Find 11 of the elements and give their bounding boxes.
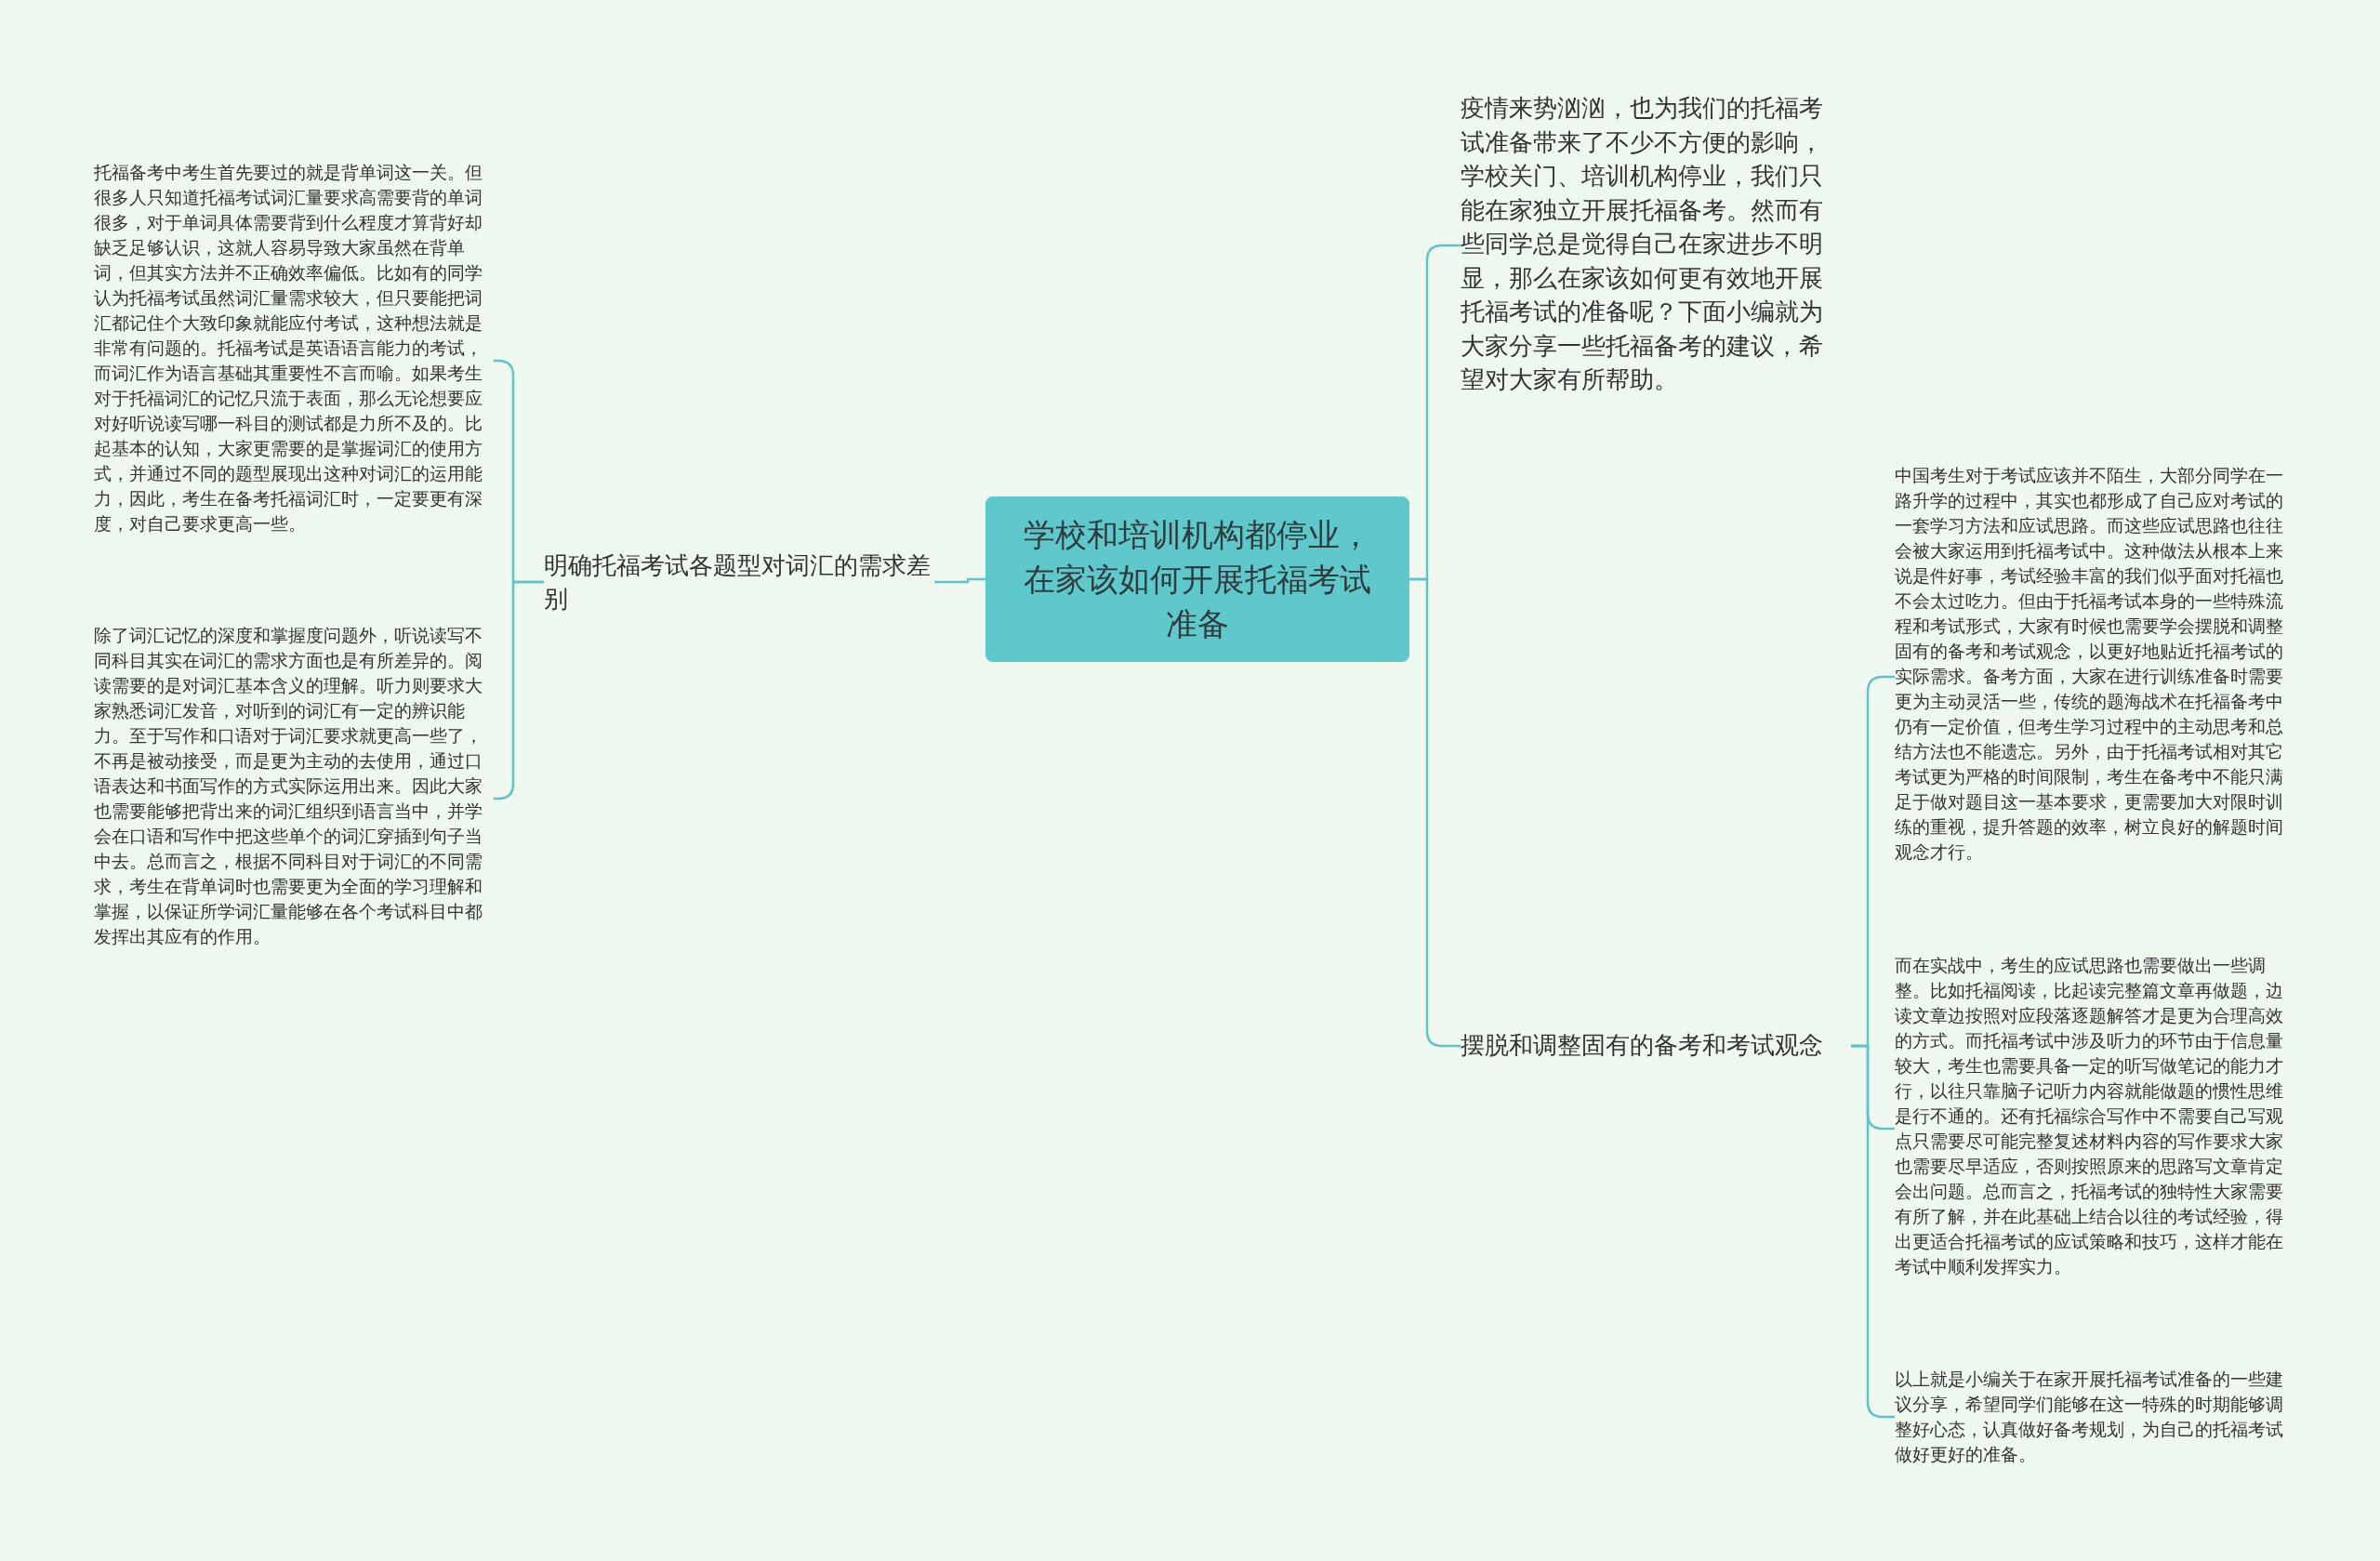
paragraph: 以上就是小编关于在家开展托福考试准备的一些建议分享，希望同学们能够在这一特殊的时期能够调整好心态，认真做好备考规划，为自己的托福考试做好更好的准备。 xyxy=(1895,1367,2294,1467)
connector xyxy=(934,577,985,584)
paragraph: 疫情来势汹汹，也为我们的托福考试准备带来了不少不方便的影响，学校关门、培训机构停业，我们只能在家独立开展托福备考。然而有些同学总是觉得自己在家进步不明显，那么在家该如何更有效地开展托福考试的准备呢？下面小编就为大家分享一些托福备考的建议，希望对大家有所帮助。 xyxy=(1461,91,1842,400)
branch-label: 摆脱和调整固有的备考和考试观念 xyxy=(1461,1028,1851,1064)
paragraph: 中国考生对于考试应该并不陌生，大部分同学在一路升学的过程中，其实也都形成了自己应对考试的一套学习方法和应试思路。而这些应试思路也往往会被大家运用到托福考试中。这种做法从根本上来说是件好事，考试经验丰富的我们似乎面对托福也不会太过吃力。但由于托福考试本身的一些特殊流程和考试形式，大家有时候也需要学会摆脱和调整固有的备考和考试观念，以更好地贴近托福考试的实际需求。备考方面，大家在进行训练准备时需要更为主动灵活一些，传统的题海战术在托福备考中仍有一定价值，但考生学习过程中的主动思考和总结方法也不能遗忘。另外，由于托福考试相对其它考试更为严格的时间限制，考生在备考中不能只满足于做对题目这一基本要求，更需要加大对限时训练的重视，提升答题的效率，树立良好的解题时间观念才行。 xyxy=(1895,463,2294,891)
branch-label: 明确托福考试各题型对词汇的需求差别 xyxy=(544,549,934,615)
paragraph: 而在实战中，考生的应试思路也需要做出一些调整。比如托福阅读，比起读完整篇文章再做题，边读文章边按照对应段落逐题解答才是更为合理高效的方式。而托福考试中涉及听力的环节由于信息量较大，考生也需要具备一定的听写做笔记的能力才行，以往只靠脑子记听力内容就能做题的惯性思维是行不通的。还有托福综合写作中不需要自己写观点只需要尽可能完整复述材料内容的写作要求大家也需要尽早适应，否则按照原来的思路写文章肯定会出问题。总而言之，托福考试的独特性大家需要有所了解，并在此基础上结合以往的考试经验，得出更适合托福考试的应试策略和技巧，这样才能在考试中顺利发挥实力。 xyxy=(1895,953,2294,1304)
paragraph: 除了词汇记忆的深度和掌握度问题外，听说读写不同科目其实在词汇的需求方面也是有所差异的。阅读需要的是对词汇基本含义的理解。听力则要求大家熟悉词汇发音，对听到的词汇有一定的辨识能力。至于写作和口语对于词汇要求就更高一些了，不再是被动接受，而是更为主动的去使用，通过口语表达和书面写作的方式实际运用出来。因此大家也需要能够把背出来的词汇组织到语言当中，并学会在口语和写作中把这些单个的词汇穿插到句子当中去。总而言之，根据不同科目对于词汇的不同需求，考生在背单词时也需要更为全面的学习理解和掌握，以保证所学词汇量能够在各个考试科目中都发挥出其应有的作用。 xyxy=(94,623,494,974)
topic-box: 学校和培训机构都停业，在家该如何开展托福考试准备 xyxy=(985,496,1409,662)
paragraph: 托福备考中考生首先要过的就是背单词这一关。但很多人只知道托福考试词汇量要求高需要背的单词很多，对于单词具体需要背到什么程度才算背好却缺乏足够认识，这就人容易导致大家虽然在背单词，但其实方法并不正确效率偏低。比如有的同学认为托福考试虽然词汇量需求较大，但只要能把词汇都记住个大致印象就能应付考试，这种想法就是非常有问题的。托福考试是英语语言能力的考试，而词汇作为语言基础其重要性不言而喻。如果考生对于托福词汇的记忆只流于表面，那么无论想要应对好听说读写哪一科目的测试都是力所不及的。比起基本的认知，大家更需要的是掌握词汇的使用方式，并通过不同的题型展现出这种对词汇的运用能力，因此，考生在备考托福词汇时，一定要更有深度，对自己要求更高一些。 xyxy=(94,160,494,562)
connector xyxy=(1409,577,1461,1048)
